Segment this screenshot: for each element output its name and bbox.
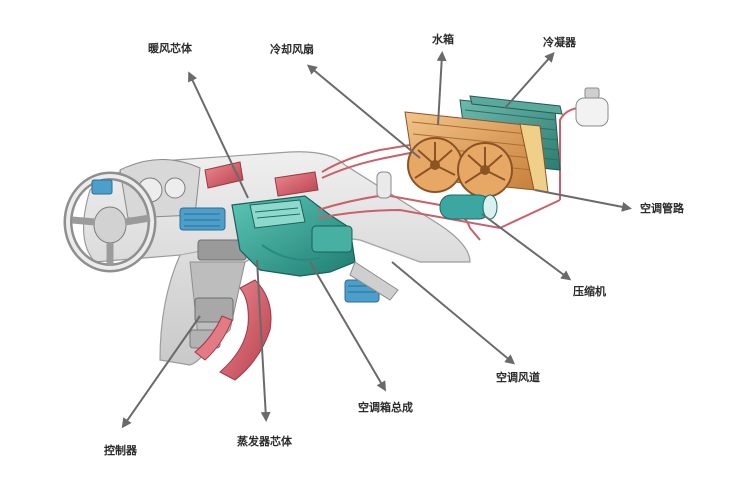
arrow-water-tank: [436, 51, 447, 126]
compressor: [439, 194, 498, 220]
steering-wheel: [63, 171, 157, 273]
label-water-tank: 水箱: [432, 33, 454, 46]
label-evaporator-core: 蒸发器芯体: [237, 435, 292, 448]
label-ac-duct: 空调风道: [496, 371, 540, 384]
label-ac-pipes: 空调管路: [640, 202, 684, 215]
dashboard: [82, 151, 471, 366]
arrow-ac-duct: [391, 261, 516, 365]
reservoir-bottle: [575, 87, 609, 127]
arrow-ac-box: [309, 261, 387, 392]
label-condenser: 冷凝器: [543, 36, 576, 49]
label-cooling-fan: 冷却风扇: [270, 43, 314, 56]
arrow-cooling-fan: [306, 64, 421, 159]
arrow-heater-core: [188, 71, 249, 199]
label-compressor: 压缩机: [573, 285, 606, 298]
pipe-fitting: [376, 171, 392, 199]
arrow-controller: [121, 315, 201, 429]
ac-duct-shape: [349, 261, 399, 301]
label-ac-box: 空调箱总成: [358, 401, 413, 414]
arrow-ac-pipes: [534, 189, 632, 212]
arrow-compressor: [481, 213, 572, 281]
arrow-condenser: [504, 52, 555, 109]
leader-arrows: [121, 51, 632, 429]
label-controller: 控制器: [104, 444, 137, 457]
arrow-evaporator-core: [256, 259, 271, 422]
red-air-duct: [194, 161, 319, 381]
label-heater-core: 暖风芯体: [148, 42, 192, 55]
cooling-fans: [407, 137, 513, 198]
air-vents: [91, 179, 380, 303]
